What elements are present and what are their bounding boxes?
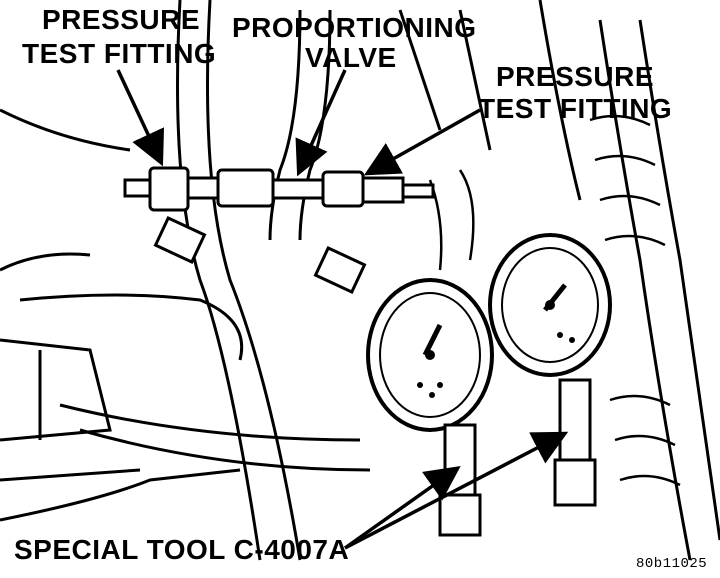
right-gauge bbox=[488, 233, 612, 507]
figure-code: 80b11025 bbox=[636, 556, 708, 572]
label-pressure-test-fitting-right-line2: TEST FITTING bbox=[478, 93, 673, 124]
label-pressure-test-fitting-right-line1: PRESSURE bbox=[496, 61, 655, 92]
label-special-tool: SPECIAL TOOL C-4007A bbox=[14, 534, 350, 565]
leader-arrows bbox=[116, 69, 569, 550]
label-proportioning-valve-line2: VALVE bbox=[305, 42, 397, 73]
ribbing bbox=[428, 114, 681, 487]
label-pressure-test-fitting-left-line1: PRESSURE bbox=[42, 4, 201, 35]
fitting-assembly bbox=[123, 166, 435, 295]
label-pressure-test-fitting-left-line2: TEST FITTING bbox=[22, 38, 217, 69]
left-gauge bbox=[366, 278, 494, 537]
label-proportioning-valve-line1: PROPORTIONING bbox=[232, 12, 477, 43]
